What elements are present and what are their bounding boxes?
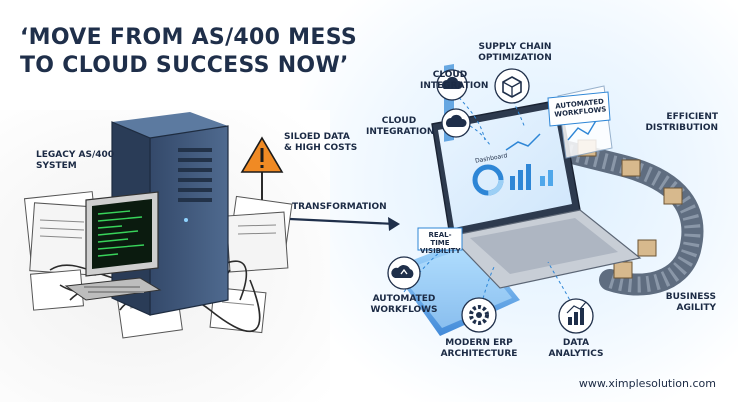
transformation-label: TRANSFORMATION <box>292 202 387 212</box>
cloud-upload-icon <box>387 256 421 290</box>
headline: ‘MOVE FROM AS/400 MESS TO CLOUD SUCCESS … <box>20 25 358 78</box>
efficient-distribution-label: EFFICIENT DISTRIBUTION <box>645 112 718 133</box>
real-time-visibility-label: REAL-TIME VISIBILITY <box>420 231 461 255</box>
automated-workflows-tag-frame <box>547 91 611 127</box>
cloud-icon-top <box>436 69 468 101</box>
box-2 <box>621 159 641 177</box>
modern-erp-label: MODERN ERP ARCHITECTURE <box>440 338 518 359</box>
siloed-data-label: SILOED DATA & HIGH COSTS <box>284 132 358 153</box>
warning-triangle-icon <box>240 136 284 200</box>
website-url: www.ximplesolution.com <box>578 377 716 390</box>
laptop <box>431 63 642 289</box>
cloud-integration-top-label: CLOUD INTEGRATION <box>420 70 489 91</box>
transformation-arrow <box>289 217 400 231</box>
legacy-terminal <box>64 191 162 301</box>
legacy-system-label: LEGACY AS/400 SYSTEM <box>36 150 115 171</box>
data-analytics-label: DATA ANALYTICS <box>548 338 604 359</box>
box-4 <box>637 239 657 257</box>
cloud-icon-left <box>441 108 471 138</box>
box-3 <box>663 187 683 205</box>
automated-workflows-label: AUTOMATED WORKFLOWS <box>370 294 438 315</box>
cloud-integration-left-label: CLOUD INTEGRATION <box>366 116 435 137</box>
business-agility-label: BUSINESS AGILITY <box>665 292 716 313</box>
real-time-visibility-frame <box>417 227 463 251</box>
paper-stack-right <box>225 195 293 273</box>
gear-icon <box>461 297 497 333</box>
bar-chart-icon <box>558 298 594 334</box>
supply-chain-label: SUPPLY CHAIN OPTIMIZATION <box>478 42 552 63</box>
cube-network-icon <box>494 68 530 104</box>
box-5 <box>613 261 633 279</box>
